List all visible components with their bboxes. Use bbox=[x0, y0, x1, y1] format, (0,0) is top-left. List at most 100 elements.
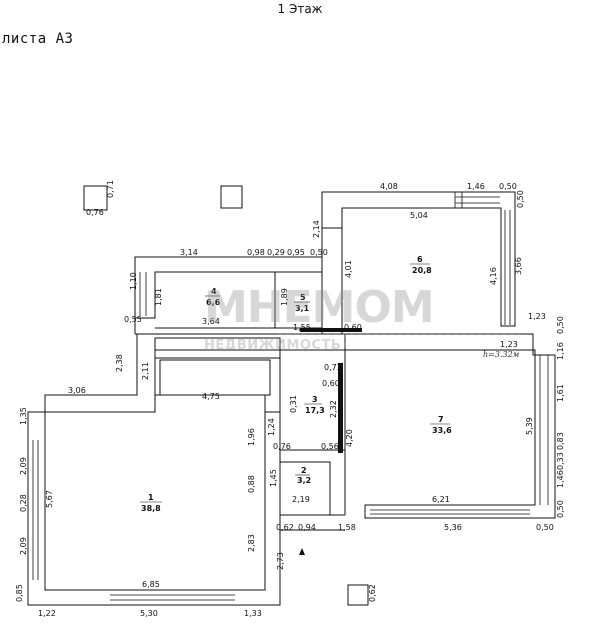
dim-11: 0,95 bbox=[287, 248, 305, 257]
dim-0: 0,71 bbox=[106, 180, 115, 198]
dim-10: 0,29 bbox=[267, 248, 285, 257]
dim-64: 1,22 bbox=[38, 609, 56, 618]
dim-1: 0,76 bbox=[86, 208, 104, 217]
floor-title: 1 Этаж bbox=[277, 2, 323, 16]
room-4-area: 6,6 bbox=[206, 298, 221, 307]
watermark-brand: МНЕМОМ bbox=[204, 282, 435, 333]
dim-42: 5,39 bbox=[525, 417, 534, 435]
dim-34: 0,31 bbox=[289, 395, 298, 413]
room-1-number: 1 bbox=[148, 493, 154, 502]
room-7-area: 33,6 bbox=[432, 426, 452, 435]
window-room-6-right bbox=[504, 210, 511, 325]
column-square-bottom bbox=[347, 584, 369, 606]
dim-65: 5,30 bbox=[140, 609, 158, 618]
window-room-1-left bbox=[32, 440, 39, 580]
room-3-number: 3 bbox=[312, 395, 318, 404]
dim-48: 1,45 bbox=[269, 469, 278, 487]
dim-16: 1,10 bbox=[129, 272, 138, 290]
dim-55: 2,83 bbox=[247, 534, 256, 552]
room-1-area: 38,8 bbox=[141, 504, 161, 513]
wall-room-3-left bbox=[44, 334, 156, 413]
dim-51: 2,19 bbox=[292, 495, 310, 504]
dim-20: 3,64 bbox=[202, 317, 220, 326]
wall-room-2-box bbox=[279, 461, 331, 516]
dim-36: 1,35 bbox=[19, 407, 28, 425]
dim-26: 1,16 bbox=[556, 342, 565, 360]
dim-17: 1,81 bbox=[154, 288, 163, 306]
dim-14: 4,16 bbox=[489, 267, 498, 285]
room-labels: 1 38,8 2 3,2 3 17,3 4 6,6 5 3,1 6 20,8 7… bbox=[140, 255, 520, 513]
wall-room-5-box bbox=[274, 271, 323, 329]
dim-27: 2,38 bbox=[115, 354, 124, 372]
sheet-label: листа А3 bbox=[2, 31, 74, 47]
watermark-tagline: НЕДВИЖИМОСТЬ bbox=[204, 338, 342, 353]
room-7-number: 7 bbox=[438, 415, 444, 424]
dim-12: 0,50 bbox=[310, 248, 328, 257]
dim-4: 0,50 bbox=[499, 182, 517, 191]
dim-62: 6,85 bbox=[142, 580, 160, 589]
dim-9: 0,98 bbox=[247, 248, 265, 257]
dim-6: 5,04 bbox=[410, 211, 428, 220]
dim-59: 5,36 bbox=[444, 523, 462, 532]
dim-37: 1,24 bbox=[267, 418, 276, 436]
dim-57: 0,94 bbox=[298, 523, 316, 532]
room-6-number: 6 bbox=[417, 255, 423, 264]
dim-5: 0,50 bbox=[516, 190, 525, 208]
window-room-4-left bbox=[139, 272, 147, 316]
dim-7: 2,14 bbox=[312, 220, 321, 238]
column-square-left bbox=[83, 185, 108, 211]
dim-21: 1,55 bbox=[293, 323, 311, 332]
dim-15: 3,66 bbox=[514, 257, 523, 275]
dim-67: 0,62 bbox=[368, 584, 377, 602]
dim-8: 3,14 bbox=[180, 248, 198, 257]
window-room-1-bottom bbox=[110, 594, 235, 601]
dim-19: 0,55 bbox=[124, 315, 142, 324]
room-3-area: 17,3 bbox=[305, 406, 325, 415]
dim-66: 1,33 bbox=[244, 609, 262, 618]
dim-33: 2,32 bbox=[329, 400, 338, 418]
dim-47: 0,88 bbox=[247, 475, 256, 493]
dim-45: 2,09 bbox=[19, 457, 28, 475]
dim-46: 5,67 bbox=[45, 490, 54, 508]
room-5-number: 5 bbox=[300, 293, 306, 302]
dim-28: 2,11 bbox=[141, 362, 150, 380]
partition-hatch-b bbox=[300, 328, 362, 332]
dim-61: 2,73 bbox=[276, 552, 285, 570]
dim-41: 4,20 bbox=[345, 429, 354, 447]
stair-lower bbox=[159, 359, 271, 396]
room-6-area: 20,8 bbox=[412, 266, 432, 275]
dim-60: 0,50 bbox=[536, 523, 554, 532]
dim-3: 1,46 bbox=[467, 182, 485, 191]
dim-39: 0,76 bbox=[273, 442, 291, 451]
stair-upper bbox=[154, 337, 281, 359]
dim-38: 1,96 bbox=[247, 428, 256, 446]
zone-boundary bbox=[278, 333, 520, 350]
dim-53: 0,50 bbox=[556, 500, 565, 518]
entry-arrow-icon bbox=[299, 548, 305, 555]
dim-2: 4,08 bbox=[380, 182, 398, 191]
dim-40: 0,56 bbox=[321, 442, 339, 451]
window-room-6-top bbox=[454, 192, 500, 208]
dim-18: 1,89 bbox=[280, 288, 289, 306]
partition-hatch-a bbox=[338, 363, 343, 453]
dim-56: 0,62 bbox=[276, 523, 294, 532]
dim-35: 1,61 bbox=[556, 384, 565, 402]
dim-13: 4,01 bbox=[344, 260, 353, 278]
dim-54: 2,09 bbox=[19, 537, 28, 555]
column-square-right bbox=[220, 185, 243, 209]
dim-22: 0,60 bbox=[344, 323, 362, 332]
window-room-7-right bbox=[539, 355, 549, 505]
ceiling-height: h=3.32м bbox=[483, 350, 520, 359]
dim-44: 0,33 bbox=[556, 452, 565, 470]
dim-49: 1,46 bbox=[556, 470, 565, 488]
dim-25: 1,23 bbox=[500, 340, 518, 349]
dim-43: 0,83 bbox=[556, 432, 565, 450]
wall-room-6-outer bbox=[321, 191, 516, 327]
room-5-area: 3,1 bbox=[295, 304, 310, 313]
dim-50: 0,28 bbox=[19, 494, 28, 512]
dim-24: 0,50 bbox=[556, 316, 565, 334]
wall-room-7-outer bbox=[345, 333, 556, 519]
window-room-7-bottom bbox=[370, 509, 530, 515]
dimension-labels: 0,71 0,76 4,08 1,46 0,50 0,50 5,04 2,14 … bbox=[15, 180, 565, 618]
